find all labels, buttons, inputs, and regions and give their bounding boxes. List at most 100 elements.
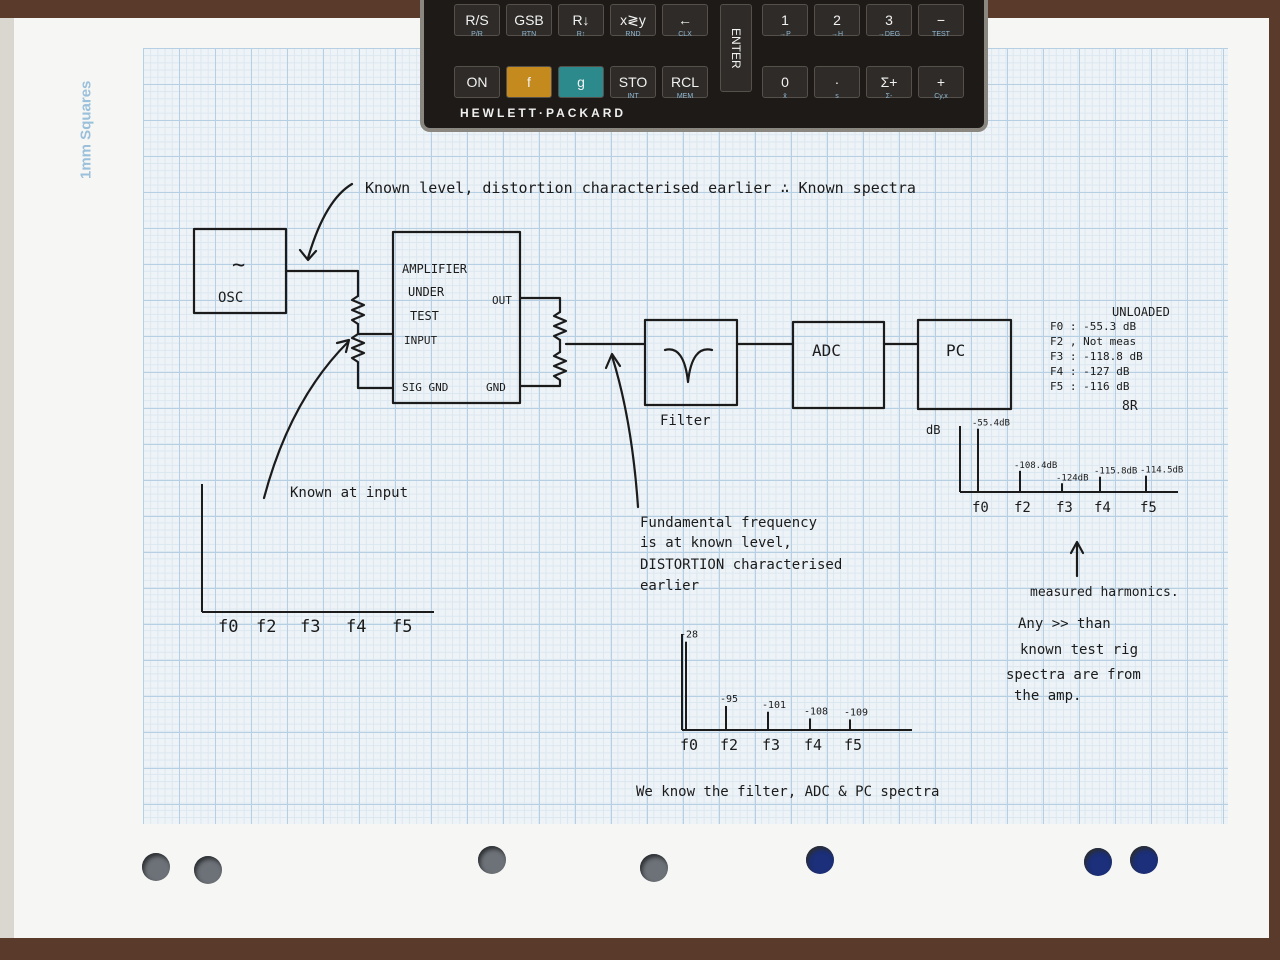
binder-hole — [806, 846, 834, 874]
note-measured: measured harmonics. — [1030, 585, 1179, 600]
arrow-head-icon — [335, 338, 351, 354]
calculator-key-sublabel: TEST — [932, 31, 950, 38]
calculator-key[interactable]: R↓ R↑ — [558, 4, 604, 38]
x-tick-label: f2 — [720, 736, 738, 754]
x-tick-label: f4 — [804, 736, 822, 754]
calculator-key-sublabel: RND — [625, 31, 641, 38]
x-tick-label: f0 — [680, 736, 698, 754]
wire — [284, 269, 360, 298]
calculator-key[interactable]: +Cy,x — [918, 66, 964, 100]
calculator-key-sublabel: MEM — [676, 93, 694, 100]
amp-gnd-label: GND — [486, 381, 506, 394]
amp-sig-gnd-label: SIG GND — [402, 381, 448, 394]
calculator-key[interactable]: −TEST — [918, 4, 964, 38]
calculator-key-sublabel: →H — [830, 31, 844, 38]
arrow — [306, 182, 354, 260]
resistor-bottom-icon — [350, 332, 395, 390]
calculator-key-label: Σ+ — [880, 74, 898, 90]
data-label: -115.8dB — [1094, 467, 1137, 477]
binder-hole — [194, 856, 222, 884]
arrow-head-icon — [604, 352, 622, 370]
calculator-key[interactable]: ←CLX — [662, 4, 708, 38]
calculator-key-label: g — [577, 74, 585, 90]
calculator-key-label: + — [936, 74, 946, 90]
note-any-4: the amp. — [1014, 688, 1081, 704]
calculator-key[interactable]: g — [558, 66, 604, 98]
binder-hole — [142, 853, 170, 881]
binder-hole — [640, 854, 668, 882]
calculator-key[interactable]: RCL MEM — [662, 66, 708, 100]
enter-key[interactable]: ENTER — [720, 4, 752, 92]
x-tick-label: f4 — [1094, 500, 1111, 516]
unloaded-row: F3 : -118.8 dB — [1050, 350, 1143, 363]
resistor-top-icon — [350, 294, 366, 326]
calculator-key-label: ON — [466, 74, 488, 90]
calculator-key-label: RCL — [670, 74, 699, 90]
x-tick-label: f3 — [762, 736, 780, 754]
x-tick-label: f4 — [346, 617, 366, 637]
unloaded-row: F0 : -55.3 dB — [1050, 320, 1136, 333]
calculator-key-sublabel: INT — [627, 93, 639, 100]
calculator-key-label: 2 — [833, 12, 841, 28]
calculator-key[interactable]: ·s — [814, 66, 860, 100]
x-tick-label: f0 — [972, 500, 989, 516]
x-tick-label: f5 — [844, 736, 862, 754]
note-fundamental-1: Fundamental frequency — [640, 515, 817, 531]
binder-hole — [1130, 846, 1158, 874]
calculator-key-label: R/S — [465, 12, 489, 28]
arrow — [262, 340, 350, 500]
data-label: -55.4dB — [972, 419, 1010, 429]
data-label: -101 — [762, 700, 786, 711]
calculator-key[interactable]: 3→DEG — [866, 4, 912, 38]
filter-block — [643, 318, 739, 407]
x-tick-label: f0 — [218, 617, 238, 637]
pc-block — [916, 318, 1013, 411]
calculator-key-label: 0 — [781, 74, 789, 90]
resistor-out-top-icon — [552, 310, 568, 342]
amp-input-label: INPUT — [404, 334, 437, 347]
note-any-2: known test rig — [1020, 642, 1138, 658]
arrow-head-icon — [298, 248, 318, 262]
adc-block — [791, 320, 886, 410]
unloaded-title: UNLOADED — [1112, 305, 1170, 319]
calculator-key-label: f — [527, 74, 531, 90]
amp-out-label: OUT — [492, 294, 512, 307]
calculator-key[interactable]: Σ+Σ- — [866, 66, 912, 100]
calculator-key[interactable]: 2 →H — [814, 4, 860, 38]
resistor-out-bottom-icon — [518, 350, 568, 388]
calculator-key-label: 3 — [885, 12, 893, 28]
wire — [356, 322, 395, 336]
calculator-key-label: R↓ — [572, 12, 590, 28]
note-any-1: Any >> than — [1018, 616, 1111, 632]
calculator-key-label: ← — [678, 12, 692, 28]
calculator-key[interactable]: ON — [454, 66, 500, 98]
calculator-key-sublabel: s — [835, 93, 839, 100]
calculator-key-sublabel: →P — [779, 31, 791, 38]
amp-label-2: UNDER — [408, 285, 445, 299]
x-tick-label: f3 — [1056, 500, 1073, 516]
calculator-key[interactable]: 1→P — [762, 4, 808, 38]
calculator-key[interactable]: STO INT — [610, 66, 656, 100]
x-tick-label: f2 — [1014, 500, 1031, 516]
calculator-key[interactable]: f — [506, 66, 552, 98]
binder-hole — [478, 846, 506, 874]
arrow — [610, 354, 640, 509]
x-tick-label: f5 — [392, 617, 412, 637]
unloaded-load: 8R — [1122, 399, 1138, 414]
amp-label-1: AMPLIFIER — [402, 262, 468, 276]
calculator-brand: HEWLETT·PACKARD — [460, 106, 627, 120]
note-fundamental-2: is at known level, — [640, 535, 792, 551]
calculator-key-label: STO — [618, 74, 648, 90]
calculator-key-label: · — [834, 74, 840, 90]
x-tick-label: f5 — [1140, 500, 1157, 516]
pc-label: PC — [946, 341, 965, 360]
calculator-key-sublabel: R↑ — [576, 31, 586, 38]
